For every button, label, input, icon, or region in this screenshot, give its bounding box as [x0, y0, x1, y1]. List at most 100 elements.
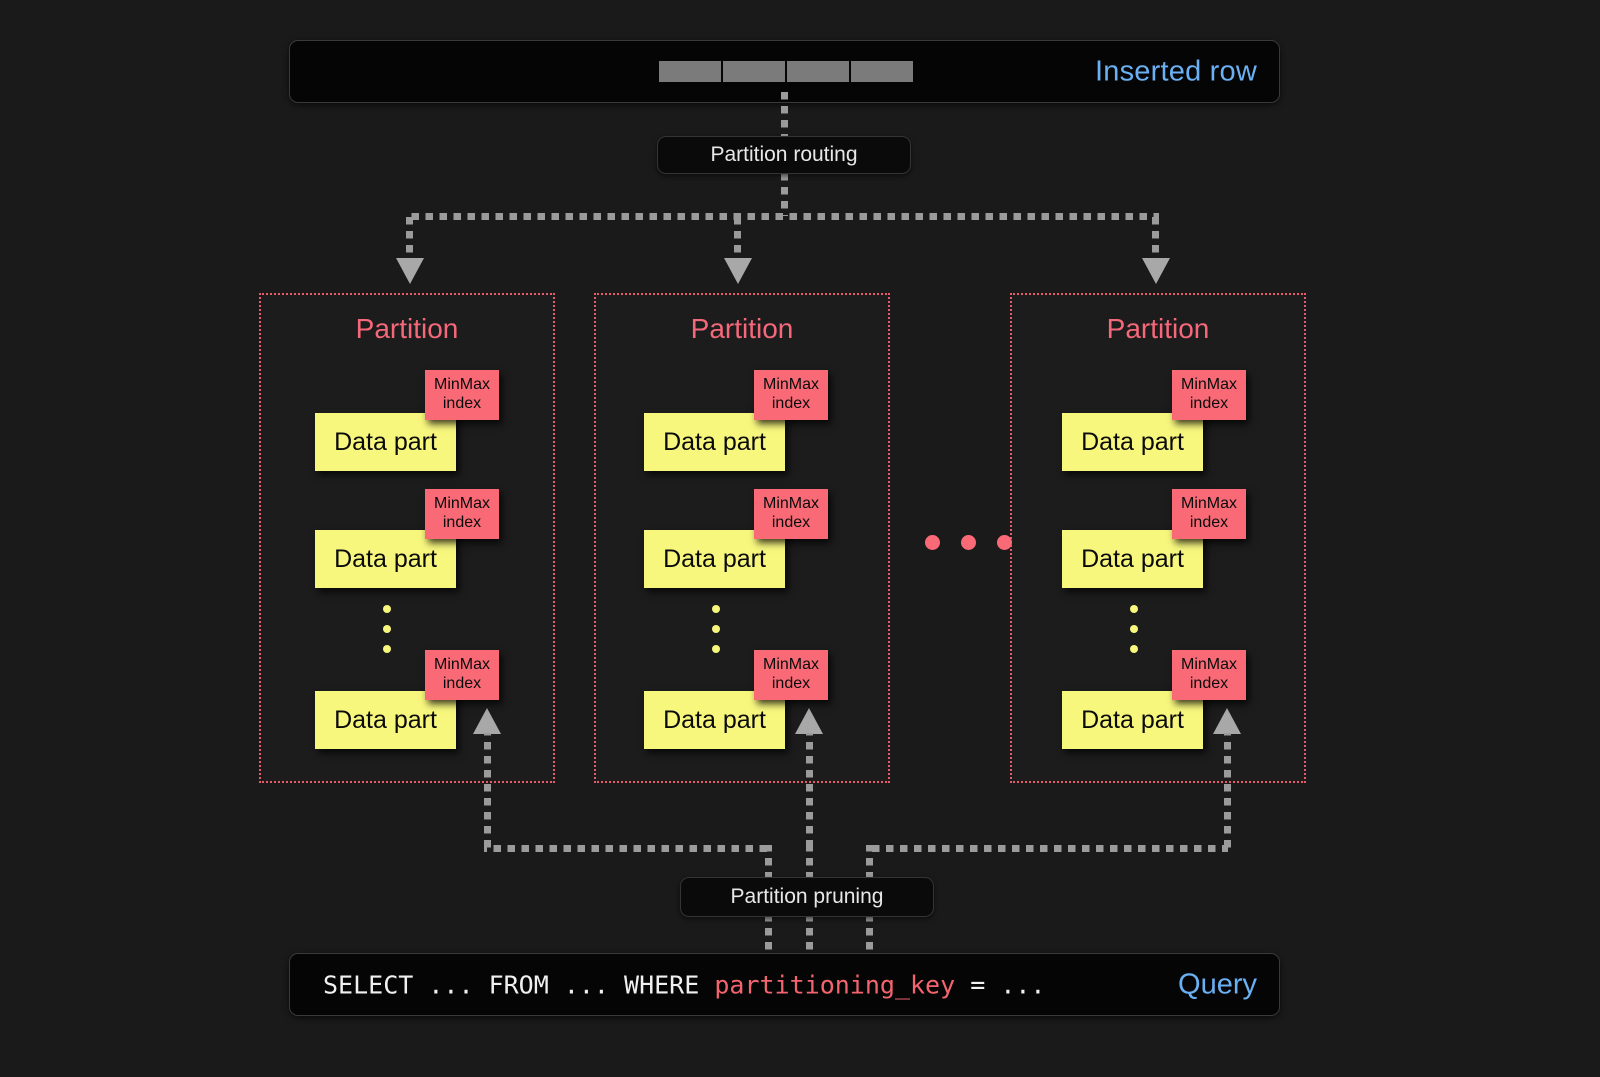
data-part-ellipsis	[712, 605, 720, 653]
query-suffix: = ...	[955, 970, 1046, 999]
arrow-down-partition-3	[1142, 258, 1170, 284]
inserted-row-cells	[659, 61, 913, 82]
minmax-line-1: MinMax	[433, 656, 490, 674]
ellipsis-dot	[383, 625, 391, 633]
arrow-down-partition-1	[396, 258, 424, 284]
minmax-line-2: index	[442, 395, 482, 412]
connector-prune-up-1	[484, 733, 491, 849]
minmax-index-box: MinMax index	[754, 489, 828, 539]
minmax-index-box: MinMax index	[425, 650, 499, 700]
minmax-line-1: MinMax	[762, 376, 819, 394]
ellipsis-dot	[712, 605, 720, 613]
query-text: SELECT ... FROM ... WHERE partitioning_k…	[323, 970, 1045, 999]
data-part-label: Data part	[334, 705, 437, 734]
row-cell	[787, 61, 849, 82]
inserted-row-bar: Inserted row	[289, 40, 1280, 103]
data-part-label: Data part	[663, 427, 766, 456]
prune-bus-right	[866, 845, 1228, 852]
query-prefix: SELECT ... FROM ... WHERE	[323, 970, 715, 999]
connector-pruning-to-query-mid	[806, 915, 813, 955]
ellipsis-dot	[961, 535, 976, 550]
data-part-label: Data part	[334, 544, 437, 573]
minmax-index-box: MinMax index	[1172, 489, 1246, 539]
ellipsis-dot	[1130, 605, 1138, 613]
data-part-box: Data part	[315, 413, 456, 471]
fanout-bus	[406, 213, 1159, 220]
connector-prune-drop-right	[866, 845, 873, 885]
partition-title: Partition	[1106, 313, 1210, 344]
minmax-line-1: MinMax	[762, 495, 819, 513]
data-part-label: Data part	[334, 427, 437, 456]
data-part-box: Data part	[315, 691, 456, 749]
query-label: Query	[1178, 968, 1257, 1000]
minmax-line-2: index	[442, 675, 482, 692]
data-part-box: Data part	[1062, 530, 1203, 588]
data-part-label: Data part	[663, 705, 766, 734]
minmax-line-2: index	[1189, 675, 1229, 692]
row-cell	[851, 61, 913, 82]
connector-prune-drop-mid	[806, 845, 813, 885]
ellipsis-dot	[712, 645, 720, 653]
query-partitioning-key: partitioning_key	[714, 970, 956, 999]
connector-prune-up-2	[806, 733, 813, 849]
partition-box-2: Partition	[594, 293, 890, 783]
connector-prune-drop-left	[765, 845, 772, 885]
connector-pruning-to-query-left	[765, 915, 772, 955]
minmax-line-1: MinMax	[1180, 656, 1237, 674]
data-part-label: Data part	[663, 544, 766, 573]
data-part-label: Data part	[1081, 427, 1184, 456]
prune-bus-left	[484, 845, 769, 852]
data-part-box: Data part	[644, 691, 785, 749]
connector-prune-up-3	[1224, 733, 1231, 849]
data-part-ellipsis	[383, 605, 391, 653]
minmax-line-2: index	[771, 675, 811, 692]
partition-pruning-box: Partition pruning	[680, 877, 934, 917]
minmax-line-2: index	[442, 514, 482, 531]
data-part-ellipsis	[1130, 605, 1138, 653]
ellipsis-dot	[383, 645, 391, 653]
inserted-row-label: Inserted row	[1095, 55, 1257, 87]
partition-title: Partition	[355, 313, 459, 344]
partition-routing-box: Partition routing	[657, 136, 911, 174]
partition-box-1: Partition	[259, 293, 555, 783]
minmax-index-box: MinMax index	[754, 370, 828, 420]
data-part-box: Data part	[644, 413, 785, 471]
ellipsis-dot	[712, 625, 720, 633]
data-part-box: Data part	[315, 530, 456, 588]
arrow-down-partition-2	[724, 258, 752, 284]
minmax-line-2: index	[771, 395, 811, 412]
data-part-label: Data part	[1081, 705, 1184, 734]
branch-down-3	[1152, 216, 1159, 260]
connector-insert-to-routing	[781, 87, 788, 139]
minmax-line-2: index	[1189, 514, 1229, 531]
partition-ellipsis	[925, 535, 1012, 550]
minmax-index-box: MinMax index	[1172, 370, 1246, 420]
ellipsis-dot	[383, 605, 391, 613]
arrow-up-partition-2	[795, 708, 823, 734]
minmax-line-1: MinMax	[433, 495, 490, 513]
minmax-index-box: MinMax index	[425, 489, 499, 539]
minmax-line-2: index	[771, 514, 811, 531]
ellipsis-dot	[1130, 645, 1138, 653]
arrow-up-partition-3	[1213, 708, 1241, 734]
minmax-index-box: MinMax index	[425, 370, 499, 420]
ellipsis-dot	[1130, 625, 1138, 633]
partition-routing-label: Partition routing	[710, 143, 858, 166]
ellipsis-dot	[925, 535, 940, 550]
minmax-index-box: MinMax index	[754, 650, 828, 700]
arrow-up-partition-1	[473, 708, 501, 734]
row-cell	[659, 61, 721, 82]
minmax-line-2: index	[1189, 395, 1229, 412]
minmax-index-box: MinMax index	[1172, 650, 1246, 700]
data-part-box: Data part	[1062, 691, 1203, 749]
data-part-box: Data part	[644, 530, 785, 588]
branch-down-1	[406, 216, 413, 260]
branch-down-2	[734, 216, 741, 260]
data-part-box: Data part	[1062, 413, 1203, 471]
minmax-line-1: MinMax	[1180, 376, 1237, 394]
minmax-line-1: MinMax	[762, 656, 819, 674]
minmax-line-1: MinMax	[433, 376, 490, 394]
ellipsis-dot	[997, 535, 1012, 550]
minmax-line-1: MinMax	[1180, 495, 1237, 513]
